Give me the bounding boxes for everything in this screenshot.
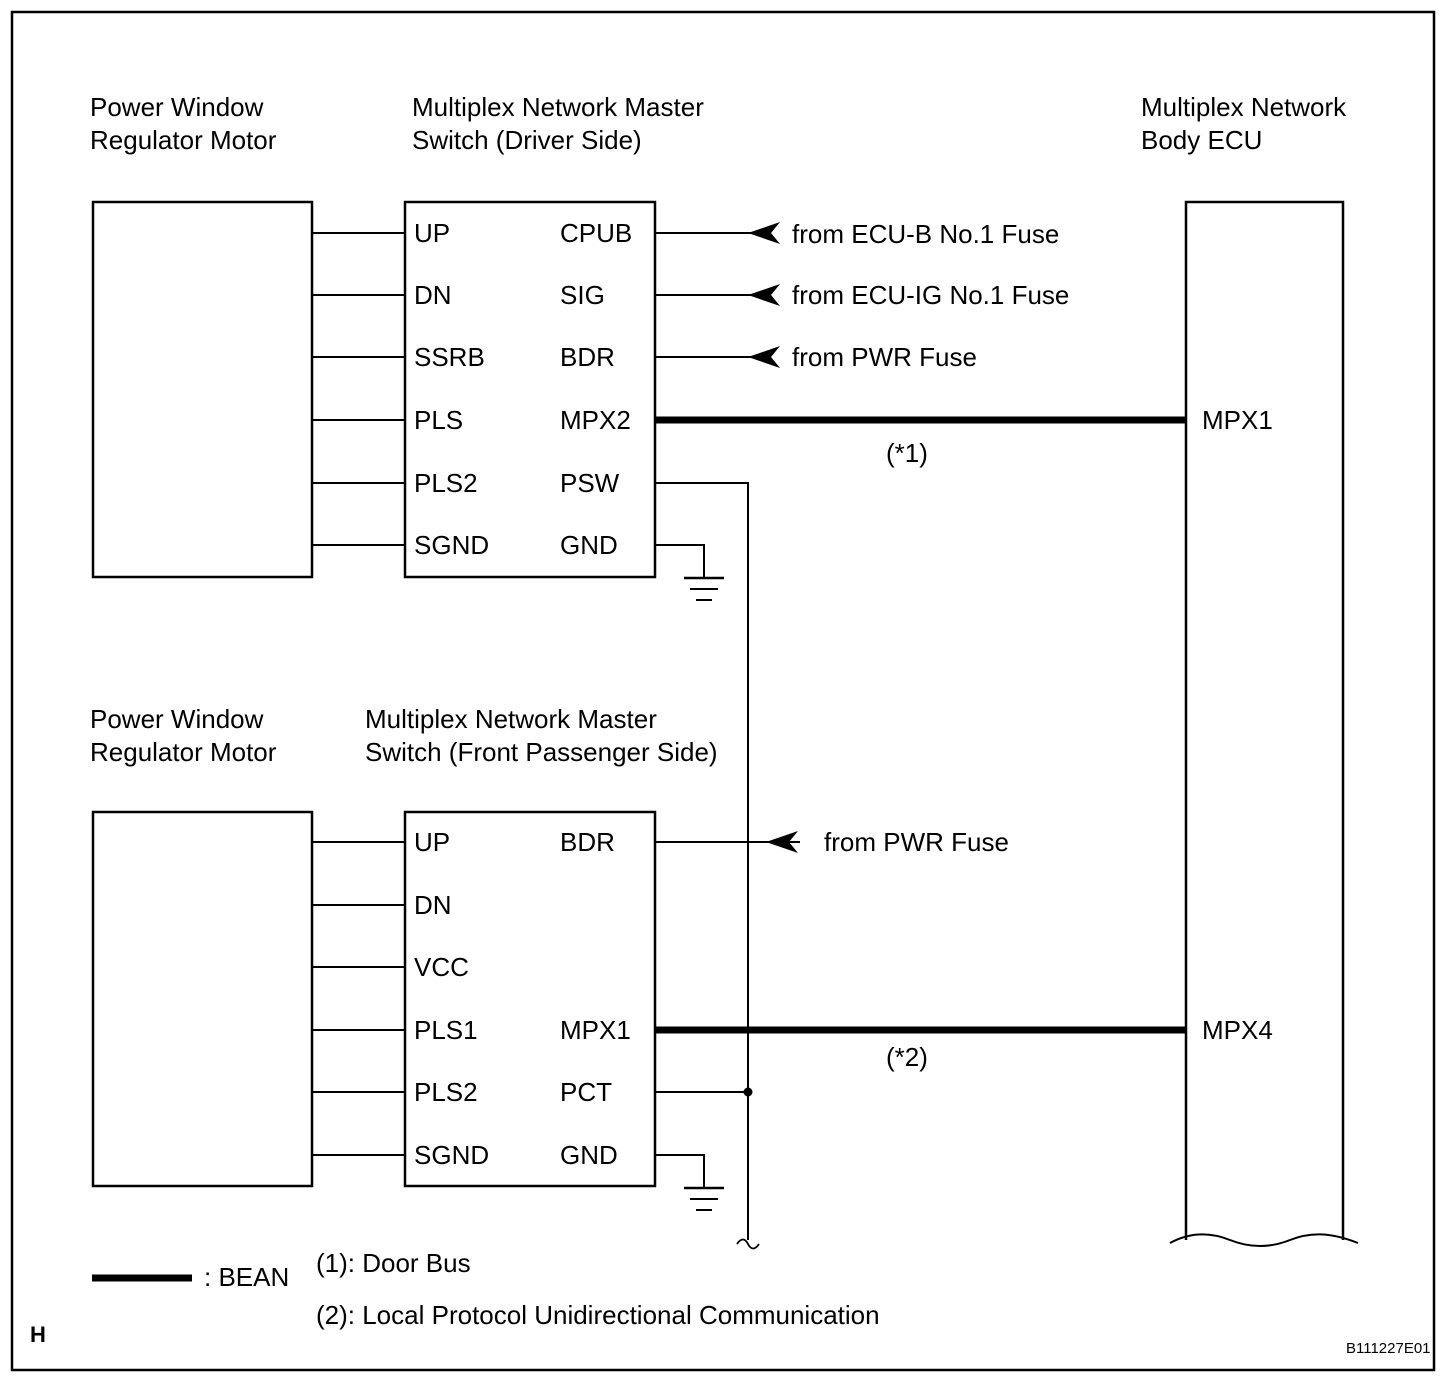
top-section: Power Window Regulator Motor Multiplex N… (90, 92, 1347, 1240)
bottom-section: Power Window Regulator Motor Multiplex N… (90, 704, 1273, 1250)
fuse-arrow-ecu-b (748, 222, 780, 244)
body-ecu (1169, 200, 1359, 1247)
bottom-pin-mpx1: MPX1 (560, 1015, 631, 1045)
fuse-arrow-ecu-ig (748, 284, 780, 306)
bottom-pin-bdr: BDR (560, 827, 615, 857)
fuse-label-ecu-ig: from ECU-IG No.1 Fuse (792, 280, 1069, 310)
top-pin-pls2: PLS2 (414, 468, 478, 498)
top-pin-dn: DN (414, 280, 452, 310)
bottom-pin-pls2: PLS2 (414, 1077, 478, 1107)
bottom-motor-title-line2: Regulator Motor (90, 737, 277, 767)
bottom-switch-title-line2: Switch (Front Passenger Side) (365, 737, 718, 767)
bus-note-1: (*1) (886, 438, 928, 468)
legend-note-2: (2): Local Protocol Unidirectional Commu… (316, 1300, 880, 1330)
corner-letter: H (30, 1322, 46, 1347)
diagram-frame (10, 10, 1436, 1372)
top-pin-cpub: CPUB (560, 218, 632, 248)
bottom-motor-title-line1: Power Window (90, 704, 264, 734)
top-pin-mpx2: MPX2 (560, 405, 631, 435)
legend-bean-label: : BEAN (204, 1262, 289, 1292)
top-motor-box (91, 200, 314, 579)
legend-note-1: (1): Door Bus (316, 1248, 471, 1278)
top-motor-title-line1: Power Window (90, 92, 264, 122)
bottom-motor-box (91, 810, 314, 1188)
top-pin-bdr: BDR (560, 342, 615, 372)
ecu-title-line1: Multiplex Network (1141, 92, 1347, 122)
ecu-title-line2: Body ECU (1141, 125, 1262, 155)
bus-note-2: (*2) (886, 1042, 928, 1072)
bottom-pin-up: UP (414, 827, 450, 857)
fuse-label-pwr-top: from PWR Fuse (792, 342, 977, 372)
top-switch-title-line1: Multiplex Network Master (412, 92, 704, 122)
fuse-label-pwr-bottom: from PWR Fuse (824, 827, 1009, 857)
psw-pct-wire (655, 482, 749, 1240)
top-pin-pls: PLS (414, 405, 463, 435)
bottom-pin-pls1: PLS1 (414, 1015, 478, 1045)
figure-code: B111227E01 (1346, 1340, 1431, 1357)
ecu-pin-mpx4: MPX4 (1202, 1015, 1273, 1045)
top-motor-title-line2: Regulator Motor (90, 125, 277, 155)
top-gnd-wire (655, 544, 705, 578)
fuse-arrow-pwr-top (748, 346, 780, 368)
top-switch-box (403, 200, 657, 579)
ecu-break-line (1169, 1233, 1359, 1247)
top-pin-up: UP (414, 218, 450, 248)
legend: : BEAN (1): Door Bus (2): Local Protocol… (92, 1248, 880, 1330)
top-pin-psw: PSW (560, 468, 620, 498)
pct-junction-dot (743, 1087, 753, 1097)
bottom-pin-dn: DN (414, 890, 452, 920)
ecu-box (1184, 200, 1345, 1240)
bottom-pin-vcc: VCC (414, 952, 469, 982)
fuse-arrow-pwr-bottom (766, 831, 798, 853)
bottom-pin-pct: PCT (560, 1077, 612, 1107)
wire-break-symbol (736, 1238, 760, 1250)
top-switch-title-line2: Switch (Driver Side) (412, 125, 642, 155)
bottom-gnd-wire (655, 1154, 705, 1188)
bottom-pin-gnd: GND (560, 1140, 618, 1170)
top-pin-sgnd: SGND (414, 530, 489, 560)
top-pin-gnd: GND (560, 530, 618, 560)
bottom-switch-title-line1: Multiplex Network Master (365, 704, 657, 734)
top-pin-sig: SIG (560, 280, 605, 310)
top-pin-ssrb: SSRB (414, 342, 485, 372)
bottom-switch-box (403, 810, 657, 1188)
bottom-pin-sgnd: SGND (414, 1140, 489, 1170)
ecu-pin-mpx1: MPX1 (1202, 405, 1273, 435)
fuse-label-ecu-b: from ECU-B No.1 Fuse (792, 219, 1059, 249)
